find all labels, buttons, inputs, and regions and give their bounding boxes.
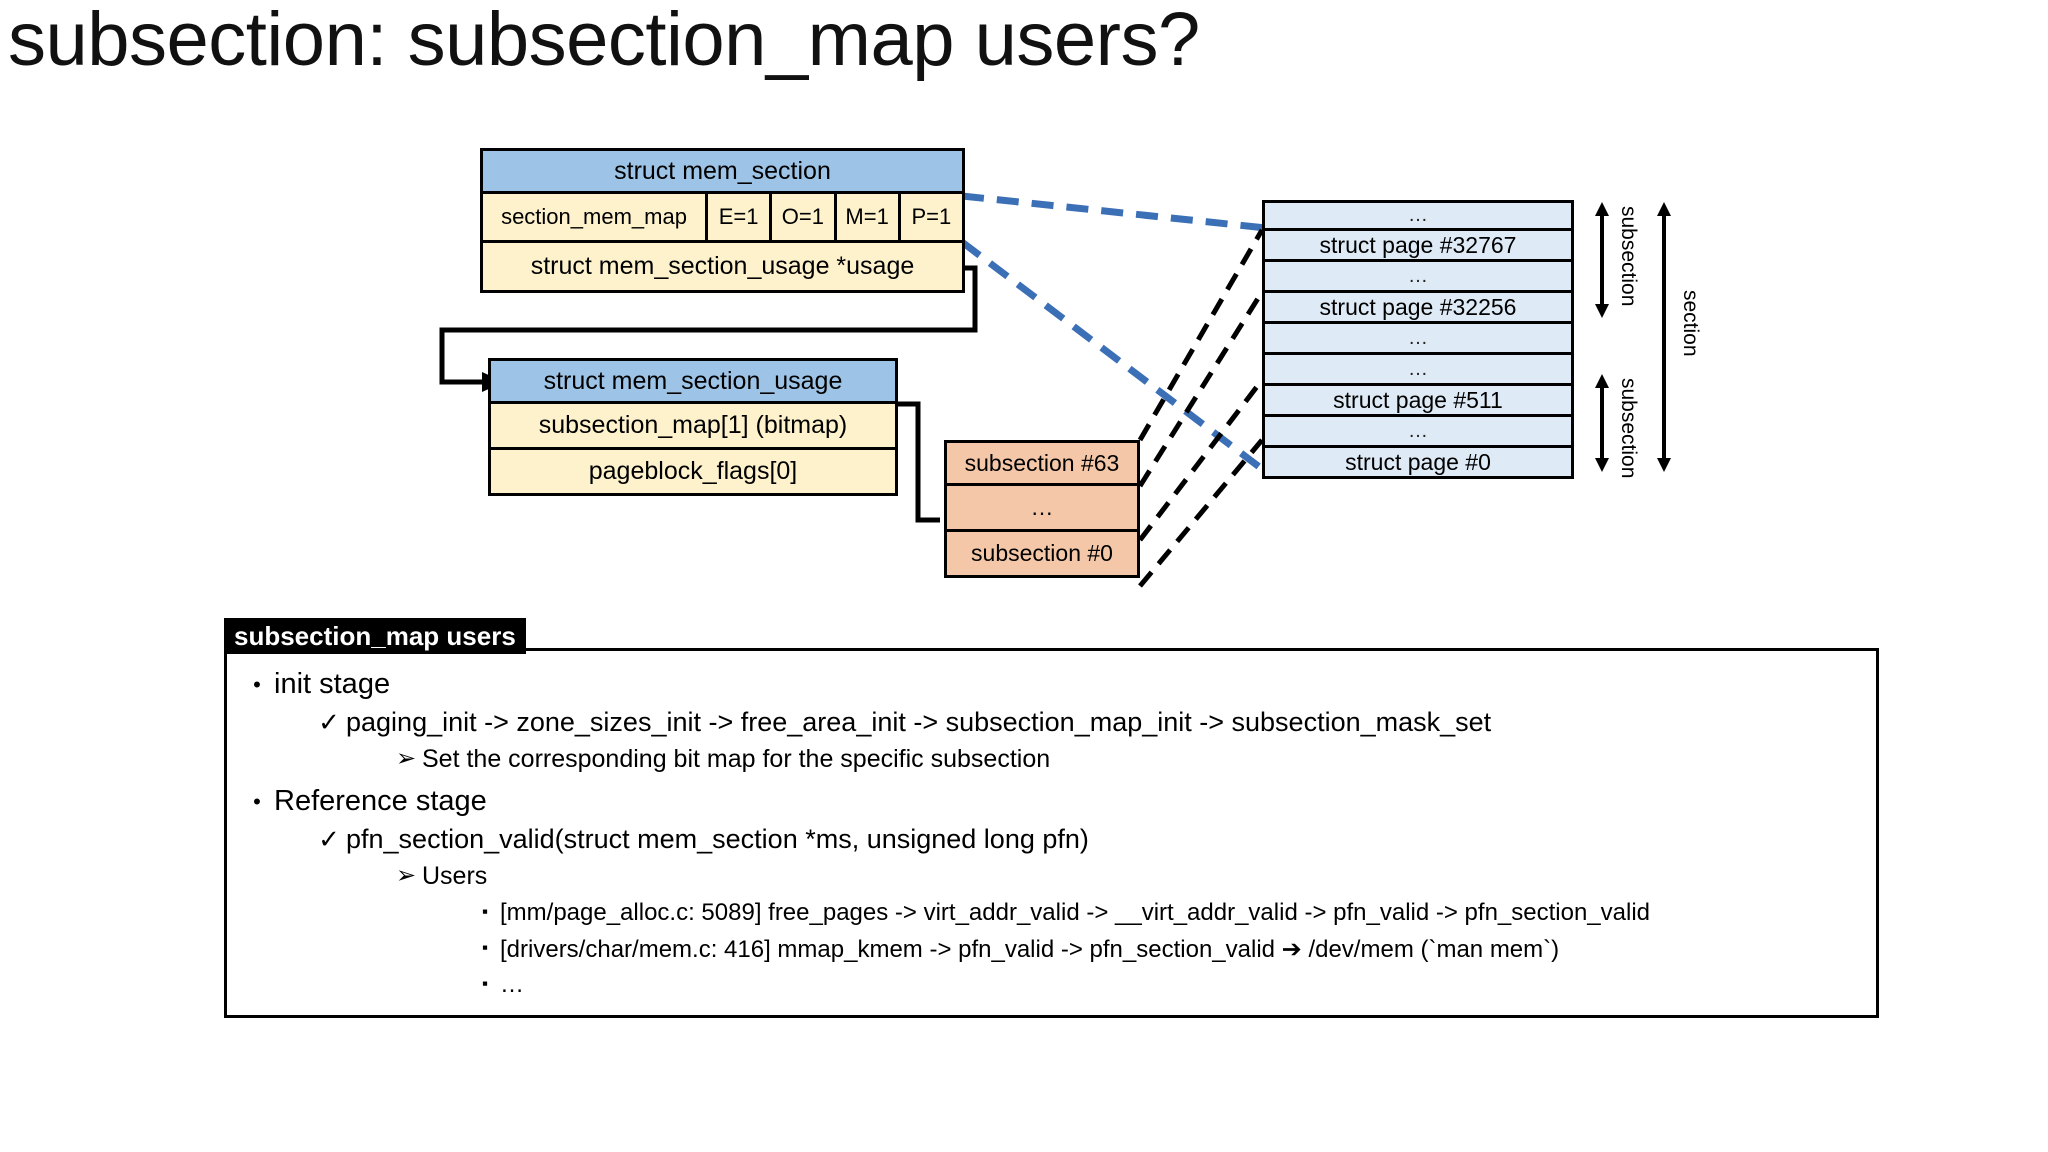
blue-dashed-connector-top bbox=[961, 192, 1267, 232]
black-dashed-connector-2 bbox=[1137, 290, 1265, 488]
subsection-map-users-panel bbox=[224, 648, 1879, 1018]
black-dashed-connector-4 bbox=[1138, 438, 1264, 588]
bullet-dot-icon: • bbox=[253, 672, 261, 697]
mem-section-title-label: struct mem_section bbox=[614, 156, 831, 185]
flag-o: O=1 bbox=[772, 194, 837, 240]
field-usage-pointer: struct mem_section_usage *usage bbox=[480, 243, 965, 293]
black-dashed-connector-3 bbox=[1138, 378, 1264, 542]
struct-mem-section-box: struct mem_section section_mem_map E=1 O… bbox=[480, 148, 965, 293]
check-icon: ✓ bbox=[318, 824, 340, 854]
list-item: ✓ pfn_section_valid(struct mem_section *… bbox=[312, 824, 1089, 855]
subsection-row-63: subsection #63 bbox=[944, 440, 1140, 486]
flag-e: E=1 bbox=[708, 194, 773, 240]
mem-section-title: struct mem_section bbox=[480, 148, 965, 194]
subsection-map-elbow bbox=[896, 401, 940, 523]
usage-row-pageblock-flags: pageblock_flags[0] bbox=[488, 450, 898, 496]
list-item: ✓ paging_init -> zone_sizes_init -> free… bbox=[312, 707, 1491, 738]
label-subsection-top: subsection bbox=[1617, 206, 1640, 307]
usage-row-subsection-map: subsection_map[1] (bitmap) bbox=[488, 404, 898, 450]
list-item: ➢ Users bbox=[390, 862, 487, 891]
page-row-6: struct page #511 bbox=[1262, 386, 1574, 417]
arrow-head-icon: ➢ bbox=[395, 862, 417, 889]
page-row-4: … bbox=[1262, 324, 1574, 355]
subsection-row-ellipsis: … bbox=[944, 486, 1140, 532]
subsection-scale-arrow-top bbox=[1595, 202, 1609, 318]
flag-m: M=1 bbox=[836, 194, 901, 240]
subsection-scale-arrow-bottom bbox=[1595, 374, 1609, 472]
panel-tab-header: subsection_map users bbox=[224, 618, 526, 654]
list-item: ➢ Set the corresponding bit map for the … bbox=[390, 745, 1050, 774]
page-row-8: struct page #0 bbox=[1262, 448, 1574, 479]
page-title: subsection: subsection_map users? bbox=[8, 0, 1200, 82]
square-bullet-icon: ▪ bbox=[481, 974, 489, 993]
page-row-5: … bbox=[1262, 355, 1574, 386]
page-row-0: … bbox=[1262, 200, 1574, 231]
panel-tab-label: subsection_map users bbox=[234, 620, 516, 651]
blue-dashed-connector-bottom bbox=[959, 239, 1269, 475]
arrow-head-icon: ➢ bbox=[395, 745, 417, 772]
square-bullet-icon: ▪ bbox=[481, 938, 489, 957]
usage-title: struct mem_section_usage bbox=[488, 358, 898, 404]
subsection-stack: subsection #63 … subsection #0 bbox=[944, 440, 1140, 578]
struct-mem-section-usage-box: struct mem_section_usage subsection_map[… bbox=[488, 358, 898, 496]
bullet-dot-icon: • bbox=[253, 789, 261, 814]
page-row-7: … bbox=[1262, 417, 1574, 448]
list-item: • Reference stage bbox=[240, 785, 487, 819]
list-item: ▪ … bbox=[470, 971, 524, 999]
struct-page-stack: … struct page #32767 … struct page #3225… bbox=[1262, 200, 1574, 479]
page-row-3: struct page #32256 bbox=[1262, 293, 1574, 324]
black-dashed-connector-1 bbox=[1137, 228, 1265, 442]
mem-section-fields-row: section_mem_map E=1 O=1 M=1 P=1 bbox=[480, 194, 965, 243]
field-section-mem-map: section_mem_map bbox=[483, 194, 708, 240]
flag-p: P=1 bbox=[900, 194, 962, 240]
subsection-row-0: subsection #0 bbox=[944, 532, 1140, 578]
check-icon: ✓ bbox=[318, 707, 340, 737]
page-row-2: … bbox=[1262, 262, 1574, 293]
list-item: ▪ [drivers/char/mem.c: 416] mmap_kmem ->… bbox=[470, 935, 1559, 964]
list-item: • init stage bbox=[240, 668, 390, 702]
square-bullet-icon: ▪ bbox=[481, 902, 489, 921]
list-item: ▪ [mm/page_alloc.c: 5089] free_pages -> … bbox=[470, 899, 1650, 927]
section-scale-arrow bbox=[1657, 202, 1671, 472]
label-section: section bbox=[1679, 290, 1702, 357]
label-subsection-bottom: subsection bbox=[1617, 378, 1640, 479]
page-row-1: struct page #32767 bbox=[1262, 231, 1574, 262]
